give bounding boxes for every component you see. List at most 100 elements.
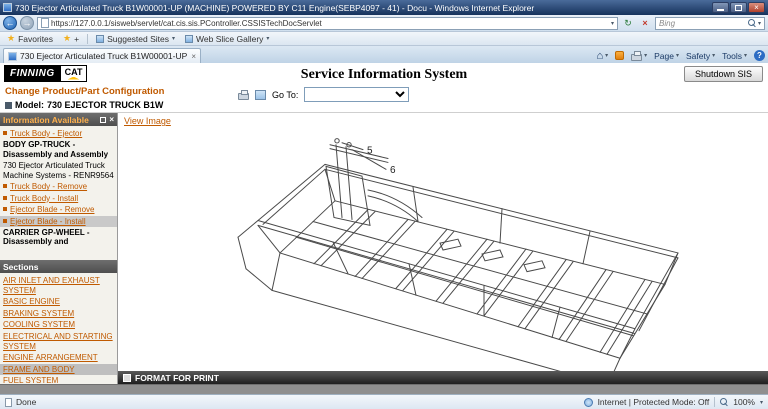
section-link[interactable]: FUEL SYSTEM xyxy=(3,376,59,384)
favorites-button[interactable]: ★ Favorites xyxy=(5,33,55,45)
feeds-button[interactable] xyxy=(615,51,625,60)
safety-menu-button[interactable]: Safety ▾ xyxy=(686,51,715,61)
chevron-down-icon: ▾ xyxy=(743,53,747,59)
pin-icon[interactable] xyxy=(100,116,107,123)
info-item-truck-body-ejector[interactable]: Truck Body - Ejector xyxy=(0,128,117,139)
chevron-down-icon: ▾ xyxy=(712,53,716,59)
bullet-icon xyxy=(3,207,7,212)
stop-button[interactable]: × xyxy=(642,18,648,28)
security-zone-label: Internet | Protected Mode: Off xyxy=(597,397,710,407)
divider xyxy=(714,397,716,407)
section-link-frame-and-body[interactable]: FRAME AND BODY xyxy=(0,363,117,376)
info-item-ejector-blade-remove[interactable]: Ejector Blade - Remove xyxy=(0,204,117,215)
info-item-machine-systems: 730 Ejector Articulated Truck Machine Sy… xyxy=(3,161,114,180)
change-product-link[interactable]: Change Product/Part Configuration xyxy=(5,86,165,97)
section-link[interactable]: COOLING SYSTEM xyxy=(3,320,76,330)
tab-close-icon[interactable]: × xyxy=(191,51,196,61)
suggested-sites-icon xyxy=(96,34,105,43)
info-item-label: Ejector Blade - Install xyxy=(10,216,86,226)
window-favicon-icon xyxy=(3,3,12,12)
technical-drawing: 5 6 xyxy=(237,138,679,373)
shutdown-sis-button[interactable]: Shutdown SIS xyxy=(683,66,763,82)
info-item-ejector-blade-install[interactable]: Ejector Blade - Install xyxy=(0,215,117,227)
web-slice-gallery-button[interactable]: Web Slice Gallery ▾ xyxy=(183,33,271,45)
suggested-sites-label: Suggested Sites xyxy=(107,33,169,44)
close-button[interactable]: × xyxy=(748,2,765,13)
internet-zone-icon xyxy=(583,397,593,407)
information-available-header: Information Available × xyxy=(0,113,117,126)
search-dropdown-icon[interactable]: ▾ xyxy=(757,20,761,27)
home-button[interactable]: ⌂ ▾ xyxy=(596,49,608,62)
url-field[interactable]: ▾ xyxy=(37,16,618,30)
info-item-truck-body-install[interactable]: Truck Body - Install xyxy=(0,193,117,204)
info-item-label: Ejector Blade - Remove xyxy=(10,205,95,215)
model-line: Model: 730 EJECTOR TRUCK B1W xyxy=(5,100,163,110)
zoom-icon[interactable] xyxy=(720,398,728,406)
content-area: Information Available × Truck Body - Eje… xyxy=(0,112,768,384)
callout-5: 5 xyxy=(367,146,373,157)
page-header: FINNING CAT Service Information System S… xyxy=(0,63,768,86)
info-item-body-gp-truck: BODY GP-TRUCK - Disassembly and Assembly xyxy=(3,140,109,159)
page-menu-button[interactable]: Page ▾ xyxy=(654,51,679,61)
star-add-icon: ★ xyxy=(63,33,72,43)
search-input[interactable] xyxy=(659,18,746,28)
address-bar: ← → ▾ ↻ × ▾ xyxy=(0,15,768,32)
info-item-truck-body-remove[interactable]: Truck Body - Remove xyxy=(0,181,117,192)
back-button[interactable]: ← xyxy=(3,16,17,30)
browser-tab[interactable]: 730 Ejector Articulated Truck B1W00001-U… xyxy=(3,48,201,63)
bullet-icon xyxy=(3,184,7,189)
cat-triangle-icon xyxy=(67,76,80,80)
zoom-dropdown-icon[interactable]: ▾ xyxy=(759,399,763,406)
information-list: Truck Body - Ejector BODY GP-TRUCK - Dis… xyxy=(0,126,117,260)
bullet-icon xyxy=(3,218,7,223)
maximize-button[interactable] xyxy=(730,2,747,13)
chevron-down-icon: ▾ xyxy=(172,36,176,42)
sections-title: Sections xyxy=(3,261,39,272)
goto-label: Go To: xyxy=(272,89,299,100)
tools-menu-button[interactable]: Tools ▾ xyxy=(722,51,747,61)
add-favorite-button[interactable]: ★+ xyxy=(61,33,81,45)
print-doc-icon[interactable] xyxy=(238,89,249,100)
view-image-link[interactable]: View Image xyxy=(124,116,171,126)
section-link[interactable]: BRAKING SYSTEM xyxy=(3,308,75,318)
bullet-icon xyxy=(3,131,7,135)
format-for-print-bar[interactable]: FORMAT FOR PRINT xyxy=(118,371,768,384)
print-button[interactable]: ▾ xyxy=(631,50,648,61)
section-link[interactable]: ELECTRICAL AND STARTING SYSTEM xyxy=(3,331,113,351)
help-icon[interactable]: ? xyxy=(754,50,765,61)
info-item-carrier-gp-wheel: CARRIER GP-WHEEL - Disassembly and xyxy=(3,227,90,247)
search-icon[interactable] xyxy=(747,19,756,27)
image-doc-icon[interactable] xyxy=(255,89,266,100)
sis-page: FINNING CAT Service Information System S… xyxy=(0,63,768,384)
main-panel: View Image xyxy=(118,113,768,384)
panel-close-icon[interactable]: × xyxy=(109,115,114,124)
section-link[interactable]: BASIC ENGINE xyxy=(3,297,60,307)
section-link[interactable]: ENGINE ARRANGEMENT xyxy=(3,353,98,363)
sidebar: Information Available × Truck Body - Eje… xyxy=(0,113,118,384)
search-box[interactable]: ▾ xyxy=(655,16,765,30)
header-controls: Go To: xyxy=(238,87,410,102)
url-dropdown-icon[interactable]: ▾ xyxy=(610,20,614,27)
divider xyxy=(87,33,89,44)
page-bottom-strip xyxy=(0,384,768,394)
printer-icon xyxy=(631,50,643,61)
bullet-icon xyxy=(3,195,7,200)
page-title: Service Information System xyxy=(300,67,468,82)
zoom-level[interactable]: 100% xyxy=(733,397,755,407)
goto-select[interactable] xyxy=(304,87,410,102)
minimize-button[interactable] xyxy=(712,2,729,13)
section-link[interactable]: AIR INLET AND EXHAUST SYSTEM xyxy=(3,276,100,295)
suggested-sites-button[interactable]: Suggested Sites ▾ xyxy=(94,33,177,45)
command-bar: ⌂ ▾ ▾ Page ▾ Safety ▾ Tools ▾ ? xyxy=(596,50,765,63)
url-input[interactable] xyxy=(51,17,609,29)
maximize-icon xyxy=(735,4,742,11)
status-page-icon xyxy=(5,397,12,407)
page-subheader: Change Product/Part Configuration Model:… xyxy=(0,86,768,112)
chevron-down-icon: ▾ xyxy=(644,53,648,59)
tools-menu-label: Tools xyxy=(722,50,742,61)
refresh-button[interactable]: ↻ xyxy=(624,17,632,28)
forward-button[interactable]: → xyxy=(20,16,34,30)
status-text: Done xyxy=(16,397,37,407)
home-icon: ⌂ xyxy=(596,49,604,62)
